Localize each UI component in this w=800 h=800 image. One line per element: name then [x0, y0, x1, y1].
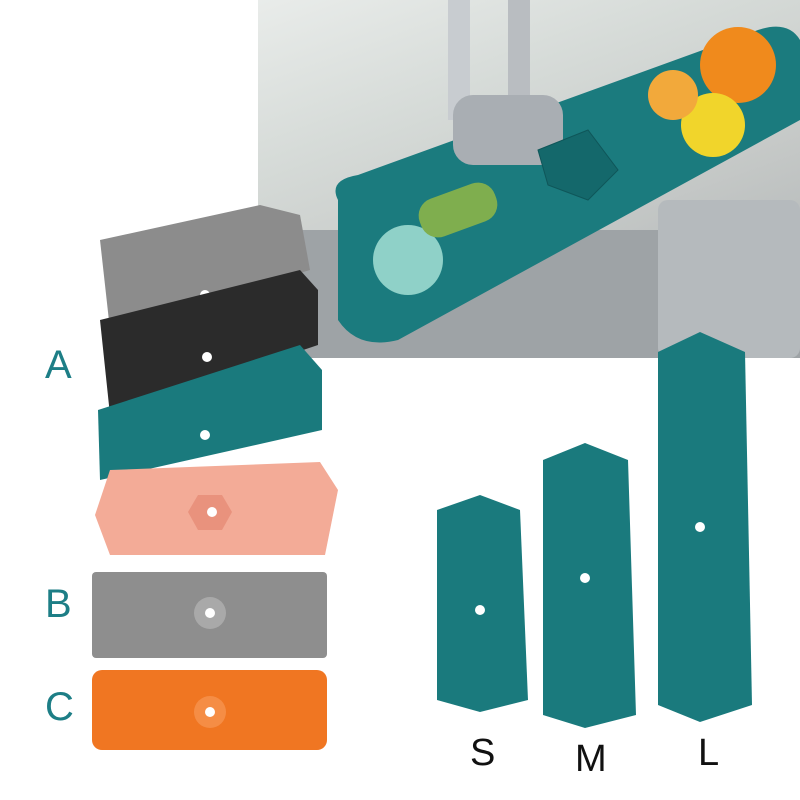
mat-a-teal	[98, 345, 322, 480]
mat-size-m	[543, 443, 636, 728]
size-label-l: L	[698, 732, 720, 774]
mat-a-black	[100, 270, 318, 415]
mat-c-orange	[92, 670, 327, 750]
mat-size-l	[658, 332, 752, 722]
size-label-m: M	[575, 738, 607, 780]
sink-scene-photo	[258, 0, 800, 358]
mat-a-pink	[95, 462, 338, 555]
variant-label-b: B	[45, 582, 72, 626]
mat-b-gray	[92, 572, 327, 658]
variant-label-c: C	[45, 685, 74, 729]
size-label-s: S	[470, 732, 496, 774]
mat-size-s	[437, 495, 528, 712]
variant-label-a: A	[45, 343, 72, 387]
scene-illustration	[258, 0, 800, 358]
